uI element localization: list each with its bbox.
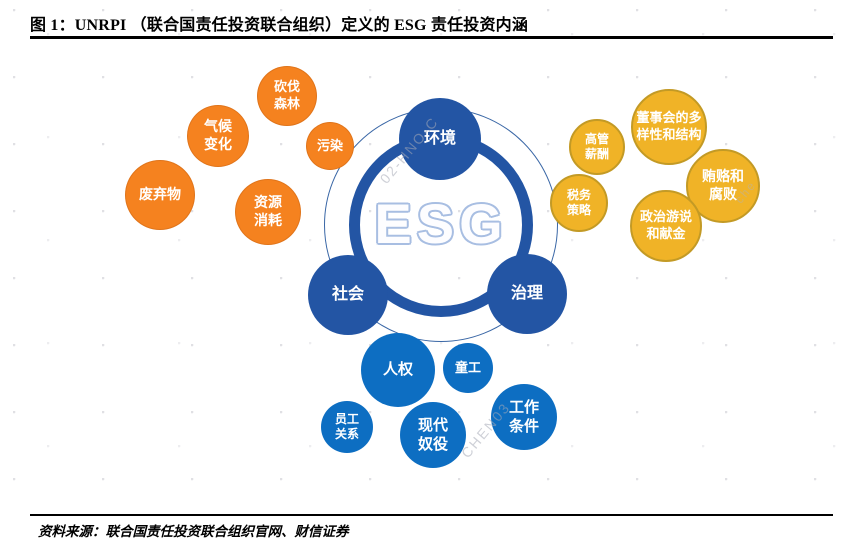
soc-item-employee-relations: 员工 关系 — [321, 401, 373, 453]
gov-item-bribery-corruption: 贿赂和 腐败 — [686, 149, 760, 223]
esg-center-label: ESG — [374, 192, 508, 255]
gov-item-tax-strategy: 税务 策略 — [550, 174, 608, 232]
node-governance: 治理 — [487, 254, 567, 334]
title-underline — [30, 36, 833, 39]
env-item-waste: 废弃物 — [125, 160, 195, 230]
gov-item-label: 董事会的多 样性和结构 — [636, 110, 702, 142]
env-item-resource-consumption: 资源 消耗 — [235, 179, 301, 245]
node-society: 社会 — [308, 255, 388, 335]
node-governance-label: 治理 — [510, 284, 543, 302]
env-item-deforestation: 砍伐 森林 — [257, 66, 317, 126]
env-item-label: 废弃物 — [139, 186, 181, 203]
soc-item-label: 员工 关系 — [334, 411, 359, 441]
gov-item-label: 贿赂和 腐败 — [702, 168, 744, 202]
footer-rule — [30, 514, 833, 516]
node-society-label: 社会 — [331, 285, 364, 303]
gov-item-executive-pay: 高管 薪酬 — [569, 119, 625, 175]
env-item-label: 资源 消耗 — [254, 194, 282, 228]
env-item-label: 气候 变化 — [204, 118, 232, 152]
env-item-pollution: 污染 — [306, 122, 354, 170]
soc-item-label: 童工 — [454, 359, 481, 375]
gov-item-label: 高管 薪酬 — [584, 131, 609, 161]
gov-item-political-lobbying: 政治游说 和献金 — [630, 190, 702, 262]
env-item-climate-change: 气候 变化 — [187, 105, 249, 167]
env-item-label: 砍伐 森林 — [273, 79, 300, 111]
source-note: 资料来源：联合国责任投资联合组织官网、财信证券 — [38, 524, 349, 539]
soc-item-label: 现代 奴役 — [417, 416, 448, 453]
node-environment-label: 环境 — [423, 129, 456, 147]
soc-item-working-conditions: 工作 条件 — [491, 384, 557, 450]
soc-item-child-labor: 童工 — [443, 343, 493, 393]
node-environment: 环境 — [399, 98, 481, 180]
soc-item-human-rights: 人权 — [361, 333, 435, 407]
soc-item-label: 人权 — [382, 361, 413, 379]
gov-item-label: 税务 策略 — [566, 187, 591, 217]
gov-item-label: 政治游说 和献金 — [639, 209, 692, 241]
env-item-label: 污染 — [316, 137, 343, 153]
gov-item-board-diversity: 董事会的多 样性和结构 — [631, 89, 707, 165]
soc-item-modern-slavery: 现代 奴役 — [400, 402, 466, 468]
figure-title: 图 1：UNRPI （联合国责任投资联合组织）定义的 ESG 责任投资内涵 — [30, 17, 529, 34]
soc-item-label: 工作 条件 — [508, 398, 539, 435]
